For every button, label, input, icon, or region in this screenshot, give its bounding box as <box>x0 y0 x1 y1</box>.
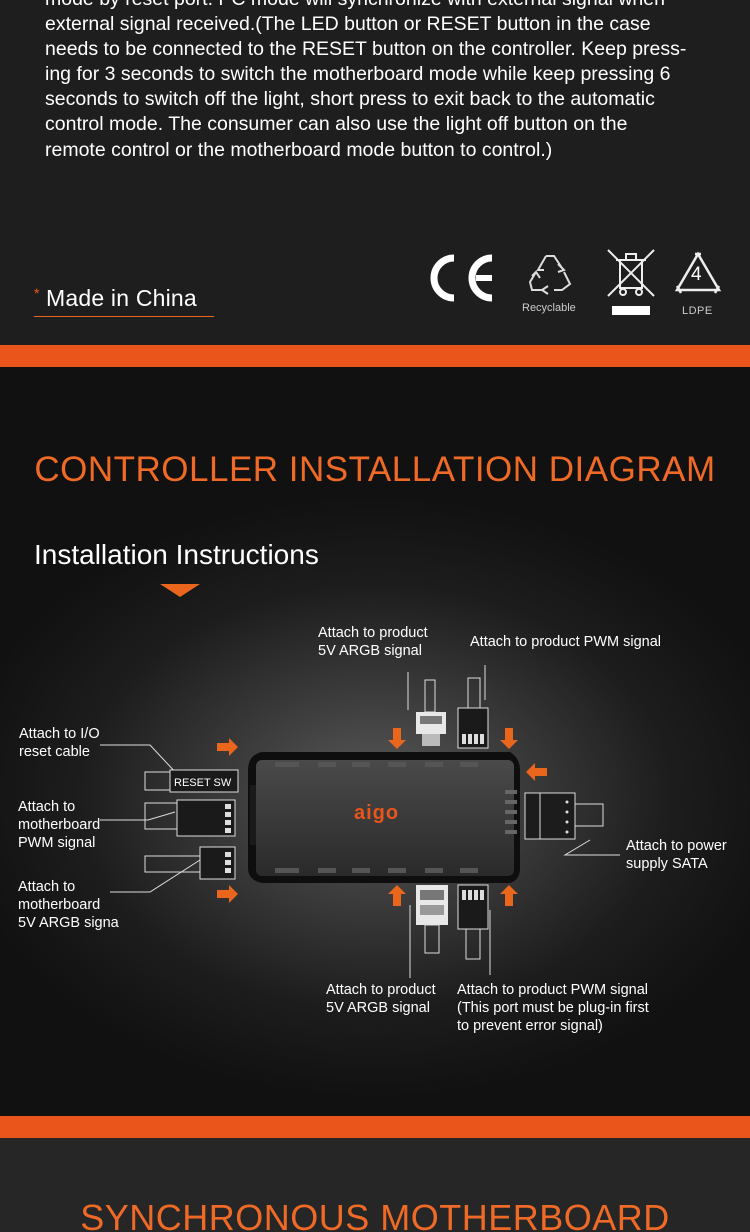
ldpe-label: LDPE <box>682 305 713 317</box>
controller-hub <box>248 752 520 883</box>
diagram-subtitle: Installation Instructions <box>34 539 319 570</box>
aigo-logo: aigo <box>354 802 400 824</box>
recyclable-label: Recyclable <box>522 302 576 314</box>
top-argb-connector <box>416 679 446 746</box>
top-pwm-connector <box>457 677 489 749</box>
diagram-title: CONTROLLER INSTALLATION DIAGRAM <box>34 450 716 489</box>
ce-mark-icon <box>424 250 498 306</box>
label-bottom-argb: Attach to product 5V ARGB signal <box>326 982 436 1016</box>
paragraph-line: remote control or the motherboard mode b… <box>45 138 553 161</box>
label-io-reset: Attach to I/O reset cable <box>19 726 100 760</box>
made-in-label: * Made in China <box>34 285 214 317</box>
orange-divider <box>0 345 750 367</box>
asterisk: * <box>34 285 40 301</box>
orange-divider <box>0 1116 750 1138</box>
arrow-up-icon <box>388 885 406 906</box>
label-mb-pwm: Attach to motherboard PWM signal <box>18 799 101 851</box>
mb-pwm-connector <box>144 799 236 837</box>
label-mb-argb: Attach to motherboard 5V ARGB signa <box>18 879 119 931</box>
top-section: mode by reset port. PC mode will synchro… <box>0 0 750 345</box>
diagram-section <box>0 367 750 1116</box>
sata-connector <box>524 792 604 840</box>
label-sata: Attach to power supply SATA <box>626 838 727 872</box>
arrow-down-icon <box>500 728 518 749</box>
paragraph-line: needs to be connected to the RESET butto… <box>45 38 687 61</box>
ldpe-recycle-icon: 4 LDPE <box>673 250 723 320</box>
paragraph-line: control mode. The consumer can also use … <box>45 113 628 136</box>
label-bottom-pwm: Attach to product PWM signal (This port … <box>457 982 649 1034</box>
arrow-right-icon <box>217 738 238 756</box>
reset-sw-connector: RESET SW <box>144 769 239 793</box>
label-top-argb: Attach to product 5V ARGB signal <box>318 625 428 659</box>
arrow-down-icon <box>388 728 406 749</box>
made-in-text: Made in China <box>46 285 197 311</box>
paragraph-line: external signal received.(The LED button… <box>45 13 651 36</box>
weee-bin-icon <box>606 248 656 318</box>
bottom-title: SYNCHRONOUS MOTHERBOARD <box>80 1197 670 1232</box>
arrow-left-icon <box>526 763 547 781</box>
label-top-pwm: Attach to product PWM signal <box>470 634 661 650</box>
recyclable-icon: Recyclable <box>518 250 588 318</box>
description-paragraph: mode by reset port. PC mode will synchro… <box>45 0 719 163</box>
down-triangle-icon <box>160 584 200 597</box>
paragraph-line: seconds to switch off the light, short p… <box>45 88 655 111</box>
ldpe-number: 4 <box>691 264 702 285</box>
arrow-right-icon <box>217 885 238 903</box>
reset-sw-label: RESET SW <box>174 777 232 789</box>
arrow-up-icon <box>500 885 518 906</box>
bottom-argb-connector <box>416 885 448 954</box>
bottom-section <box>0 1138 750 1232</box>
orange-arrows <box>217 728 547 906</box>
mb-argb-connector <box>144 846 236 880</box>
paragraph-line: ing for 3 seconds to switch the motherbo… <box>45 63 671 86</box>
bottom-pwm-connector <box>457 884 489 960</box>
paragraph-line: mode by reset port. PC mode will synchro… <box>45 0 719 12</box>
